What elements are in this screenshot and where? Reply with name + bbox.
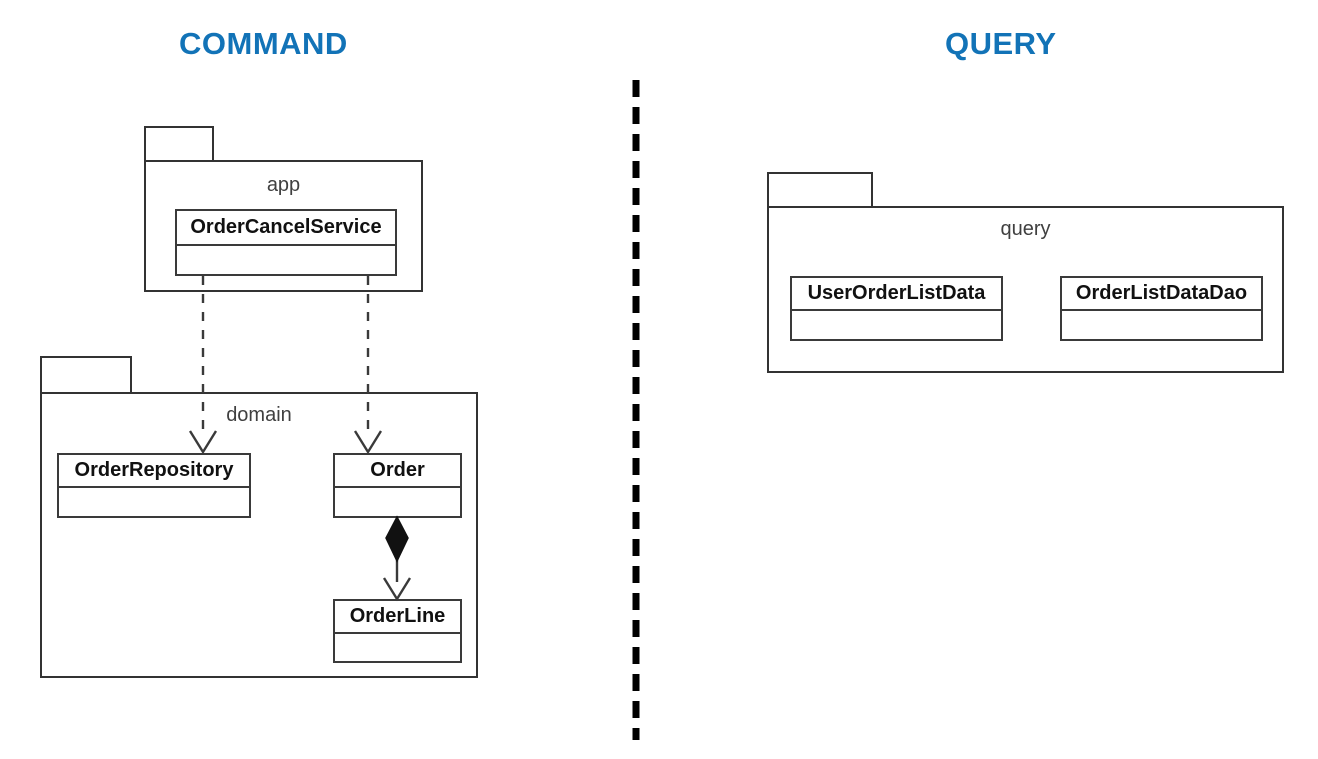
class-user-order-list-data-name: UserOrderListData	[792, 278, 1001, 311]
class-order-cancel-service-body	[177, 246, 395, 274]
class-order-name: Order	[335, 455, 460, 488]
class-order-repository-body	[59, 488, 249, 516]
class-order-repository[interactable]: OrderRepository	[57, 453, 251, 518]
class-user-order-list-data[interactable]: UserOrderListData	[790, 276, 1003, 341]
class-order-line-name: OrderLine	[335, 601, 460, 634]
class-order-cancel-service[interactable]: OrderCancelService	[175, 209, 397, 276]
section-title-query: QUERY	[945, 26, 1057, 61]
section-title-command: COMMAND	[179, 26, 348, 61]
class-order-list-data-dao[interactable]: OrderListDataDao	[1060, 276, 1263, 341]
class-order-list-data-dao-body	[1062, 311, 1261, 339]
class-order-cancel-service-name: OrderCancelService	[177, 211, 395, 246]
package-app-label: app	[266, 174, 301, 196]
class-order-body	[335, 488, 460, 516]
class-order-repository-name: OrderRepository	[59, 455, 249, 488]
class-user-order-list-data-body	[792, 311, 1001, 339]
class-order[interactable]: Order	[333, 453, 462, 518]
class-order-list-data-dao-name: OrderListDataDao	[1062, 278, 1261, 311]
class-order-line[interactable]: OrderLine	[333, 599, 462, 663]
package-domain-tab	[40, 356, 132, 394]
package-query: query	[767, 172, 1284, 373]
package-query-tab	[767, 172, 873, 208]
package-app-tab	[144, 126, 214, 162]
package-domain-label: domain	[226, 404, 292, 426]
package-query-label: query	[1000, 218, 1051, 240]
class-order-line-body	[335, 634, 460, 661]
